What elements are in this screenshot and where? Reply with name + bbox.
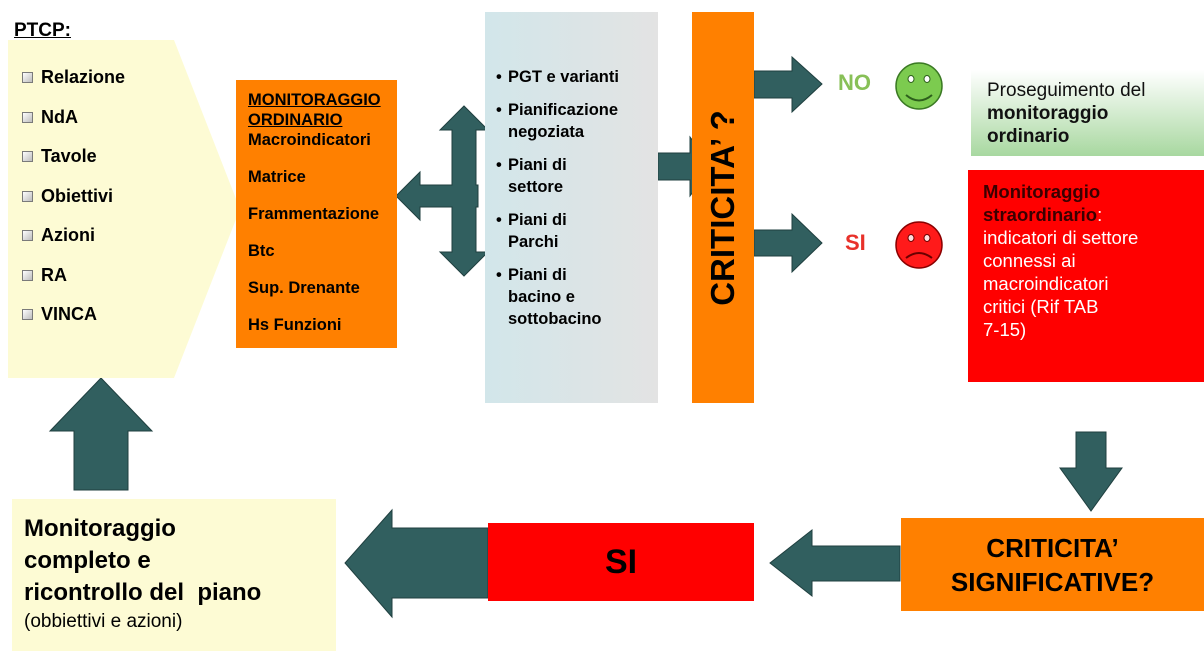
arrow-to-no [753, 55, 823, 114]
ptcp-item: Tavole [22, 137, 125, 177]
arrow-to-si [753, 212, 823, 274]
final-line1: Monitoraggio [24, 515, 176, 542]
document-bullet-icon [22, 190, 33, 202]
monitoraggio-completo-box: Monitoraggio completo e ricontrollo del … [12, 499, 336, 651]
arrow-to-final [344, 508, 489, 619]
straordinario-line: connessi ai [983, 250, 1076, 271]
monitoraggio-ordinario-box: MONITORAGGIO ORDINARIO Macroindicatori M… [236, 80, 397, 348]
monitoraggio-item: Btc [248, 242, 275, 260]
document-bullet-icon [22, 151, 33, 163]
arrow-down [1059, 431, 1123, 512]
monitoraggio-title-line1: MONITORAGGIO [248, 91, 381, 109]
ptcp-title: PTCP: [14, 20, 71, 41]
double-cross-arrow [395, 105, 490, 277]
straordinario-line: critici (Rif TAB [983, 296, 1099, 317]
si-result-label: SI [604, 542, 638, 581]
final-line2: completo e [24, 547, 151, 574]
arrow-up [48, 377, 154, 491]
monitoraggio-item: Macroindicatori [248, 131, 371, 149]
ptcp-item: Obiettivi [22, 177, 125, 217]
criticita-significative-box: CRITICITA’ SIGNIFICATIVE? [901, 518, 1204, 611]
straordinario-line: macroindicatori [983, 273, 1109, 294]
document-bullet-icon [22, 269, 33, 281]
proseguimento-line1: Proseguimento del [987, 80, 1146, 101]
monitoraggio-item: Sup. Drenante [248, 279, 360, 297]
document-bullet-icon [22, 309, 33, 321]
ptcp-item: Relazione [22, 58, 125, 98]
monitoraggio-item: Matrice [248, 168, 306, 186]
ptcp-item: VINCA [22, 295, 125, 335]
piani-item: •PGT e varianti [496, 68, 619, 86]
monitoraggio-item: Hs Funzioni [248, 316, 342, 334]
piani-box [485, 12, 658, 403]
monitoraggio-straordinario-box: Monitoraggio straordinario: indicatori d… [968, 170, 1204, 382]
document-bullet-icon [22, 111, 33, 123]
straordinario-line: 7-15) [983, 319, 1027, 340]
ptcp-item: Azioni [22, 216, 125, 256]
si-label: SI [845, 230, 866, 255]
ptcp-item: RA [22, 256, 125, 296]
straordinario-title-line1: Monitoraggio [983, 181, 1101, 202]
proseguimento-box: Proseguimento del monitoraggio ordinario [971, 70, 1204, 156]
criticita-box: CRITICITA’ ? [692, 12, 754, 403]
criticita-significative-line1: CRITICITA’ [986, 532, 1119, 563]
straordinario-line: indicatori di settore [983, 227, 1139, 248]
final-subtitle: (obbiettivi e azioni) [24, 611, 183, 632]
final-line3: ricontrollo del piano [24, 579, 262, 606]
smiley-face-icon [895, 62, 943, 110]
ptcp-item: NdA [22, 98, 125, 138]
sad-face-icon [895, 221, 943, 269]
si-result-box: SI [488, 523, 754, 601]
proseguimento-line3: ordinario [987, 126, 1070, 147]
monitoraggio-item: Frammentazione [248, 205, 380, 223]
proseguimento-line2: monitoraggio [987, 103, 1109, 124]
ptcp-list: Relazione NdA Tavole Obiettivi Azioni RA… [22, 58, 125, 335]
monitoraggio-title-line2: ORDINARIO [248, 111, 343, 129]
criticita-significative-line2: SIGNIFICATIVE? [950, 566, 1155, 597]
document-bullet-icon [22, 72, 33, 84]
no-label: NO [838, 70, 871, 95]
arrow-to-si-result [769, 528, 901, 598]
ptcp-box [8, 40, 174, 378]
criticita-label: CRITICITA’ ? [704, 109, 741, 306]
document-bullet-icon [22, 230, 33, 242]
straordinario-title-line2: straordinario [983, 204, 1098, 225]
